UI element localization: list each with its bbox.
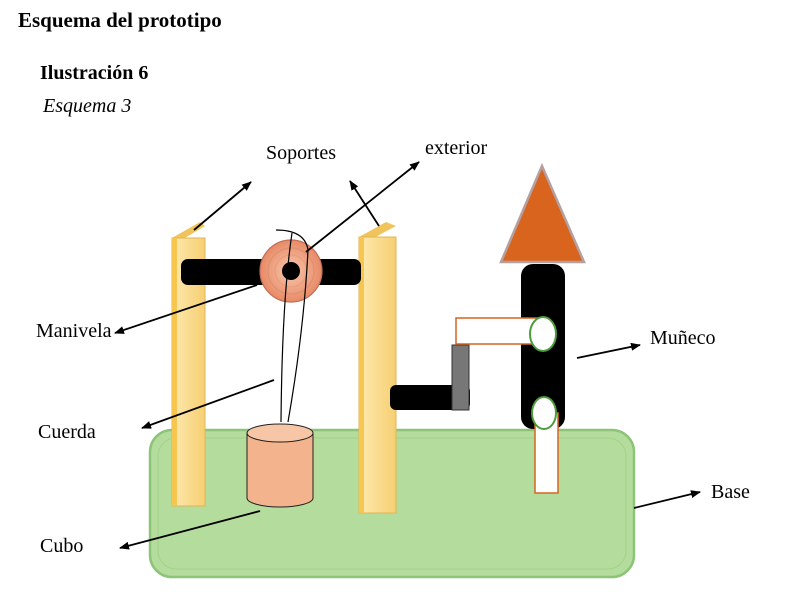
label-base: Base	[711, 481, 750, 503]
arrow-manivela	[114, 284, 258, 334]
crank-handle	[451, 344, 470, 411]
page-heading: Esquema del prototipo	[18, 8, 222, 32]
arrow-base	[633, 490, 701, 509]
arrow-soportes-left	[193, 181, 252, 231]
label-muneco: Muñeco	[650, 327, 716, 349]
arrow-soportes-right	[349, 180, 380, 227]
arrow-exterior	[305, 161, 420, 253]
arrow-cubo	[119, 510, 261, 550]
illustration-title: Ilustración 6	[40, 62, 149, 84]
label-cubo: Cubo	[40, 535, 83, 557]
label-soportes: Soportes	[266, 142, 336, 164]
label-cuerda: Cuerda	[38, 421, 96, 443]
rope	[275, 229, 309, 423]
doll-head-triangle	[499, 162, 586, 264]
crank-bar	[390, 385, 470, 410]
bucket	[246, 432, 314, 508]
arrow-muneco	[576, 342, 641, 359]
label-exterior: exterior	[425, 137, 488, 159]
right-support-top-edge	[359, 222, 396, 241]
right-support	[358, 236, 397, 514]
label-manivela: Manivela	[36, 320, 112, 342]
arrow-cuerda	[141, 379, 275, 429]
illustration-subtitle: Esquema 3	[43, 95, 132, 117]
